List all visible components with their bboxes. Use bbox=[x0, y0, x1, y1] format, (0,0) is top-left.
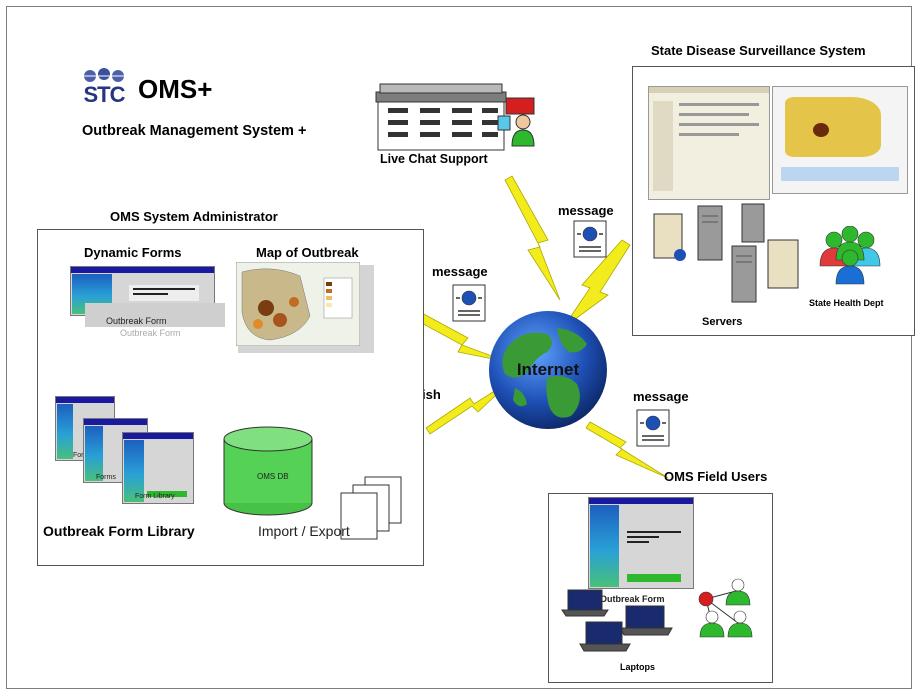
lib-forms-label-2: Forms bbox=[96, 474, 116, 481]
lightning-to-field bbox=[585, 421, 669, 479]
window-titlebar bbox=[84, 419, 147, 425]
window-titlebar bbox=[56, 397, 114, 403]
lib-forms-label-1: Forms bbox=[73, 452, 93, 459]
window-titlebar bbox=[71, 267, 214, 273]
window-sidebar bbox=[590, 505, 620, 587]
database-icon bbox=[223, 426, 313, 516]
message-label-top: message bbox=[558, 203, 614, 218]
building-icon bbox=[375, 83, 535, 151]
lightning-web-publish bbox=[425, 379, 513, 435]
laptops-label: Laptops bbox=[620, 662, 655, 672]
internet-label: Internet bbox=[516, 360, 580, 379]
window-sidebar bbox=[85, 426, 103, 481]
form-buttons bbox=[627, 574, 681, 582]
outbreak-map-icon bbox=[236, 262, 360, 346]
state-map-screenshot bbox=[772, 86, 908, 194]
health-dept-people-icon bbox=[819, 226, 881, 285]
admin-section-title: OMS System Administrator bbox=[110, 209, 278, 224]
message-envelope-icon-top bbox=[573, 220, 607, 258]
message-envelope-icon-left bbox=[452, 284, 486, 322]
field-form-label: Outbreak Form bbox=[600, 594, 665, 604]
window-titlebar bbox=[123, 433, 193, 439]
message-label-bottom: message bbox=[633, 389, 689, 404]
servers-icon bbox=[653, 203, 799, 303]
form-content bbox=[627, 528, 681, 558]
form-buttons bbox=[147, 491, 187, 497]
import-export-label: Import / Export bbox=[258, 523, 350, 539]
app-title: OMS+ bbox=[138, 74, 213, 104]
stc-logo-text: STC bbox=[83, 82, 126, 107]
lightning-to-livechat bbox=[504, 175, 561, 301]
laptops-icon bbox=[561, 589, 673, 652]
health-dept-label: State Health Dept bbox=[809, 298, 884, 308]
live-chat-building bbox=[370, 80, 545, 152]
field-section-title: OMS Field Users bbox=[664, 469, 768, 484]
globe-icon bbox=[489, 311, 607, 429]
documents-icon bbox=[340, 476, 402, 540]
outbreak-form-reflection: Outbreak Form bbox=[120, 328, 181, 338]
library-window-3 bbox=[122, 432, 194, 504]
window-titlebar bbox=[589, 498, 693, 504]
servers-label: Servers bbox=[702, 316, 743, 328]
live-chat-label: Live Chat Support bbox=[380, 152, 488, 166]
outbreak-form-label: Outbreak Form bbox=[106, 316, 167, 326]
state-section-title: State Disease Surveillance System bbox=[651, 43, 866, 58]
outbreak-form-strip bbox=[85, 303, 225, 327]
db-label: OMS DB bbox=[257, 472, 289, 481]
internet-globe: Internet bbox=[487, 308, 609, 432]
library-title: Outbreak Form Library bbox=[43, 523, 195, 539]
form-content bbox=[129, 285, 199, 301]
message-envelope-icon-bottom bbox=[636, 409, 670, 447]
dynamic-forms-title: Dynamic Forms bbox=[84, 245, 182, 260]
field-network-people-icon bbox=[698, 578, 753, 638]
stc-logo-icon bbox=[84, 68, 124, 82]
window-sidebar bbox=[57, 404, 74, 459]
map-title: Map of Outbreak bbox=[256, 245, 359, 260]
lib-form-library-label: Form Library bbox=[135, 493, 175, 500]
state-app-screenshot bbox=[648, 86, 770, 200]
app-subtitle: Outbreak Management System + bbox=[82, 123, 307, 139]
message-label-left: message bbox=[432, 264, 488, 279]
lightning-to-state bbox=[562, 239, 631, 329]
stc-logo: STC bbox=[80, 68, 128, 110]
field-form-window bbox=[588, 497, 694, 589]
window-sidebar bbox=[124, 440, 144, 502]
